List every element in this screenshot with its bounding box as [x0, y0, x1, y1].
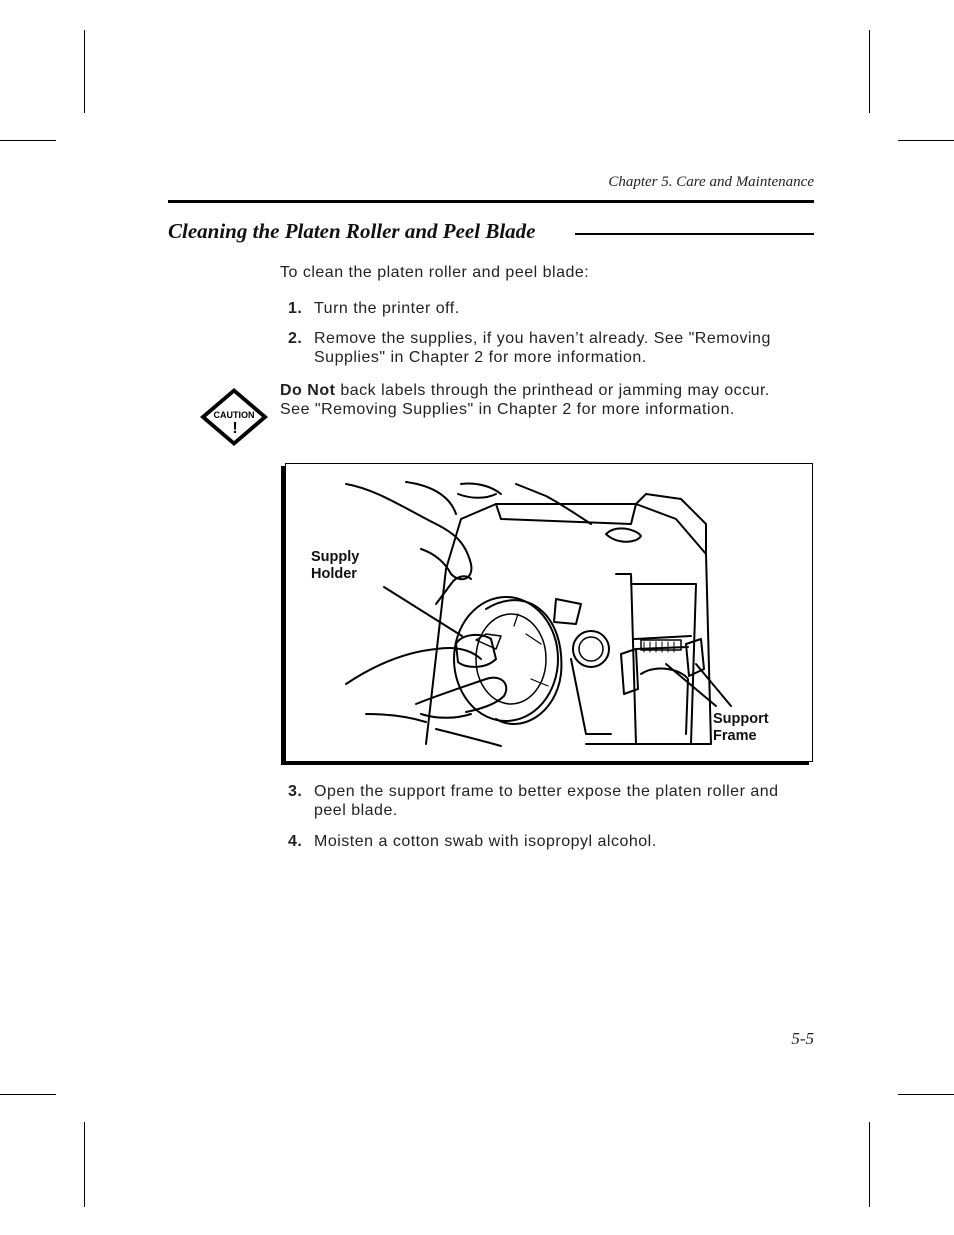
step-text: Open the support frame to better expose …: [314, 783, 779, 819]
caution-icon: CAUTION !: [200, 388, 268, 446]
crop-mark-top-right-vertical: [869, 30, 870, 113]
label-supply-holder-line-2: Holder: [311, 566, 357, 582]
label-supply-holder: Supply Holder: [311, 549, 359, 583]
step-text: Moisten a cotton swab with isopropyl alc…: [314, 833, 657, 850]
title-rule: [575, 233, 814, 235]
caution-lead: Do Not: [280, 382, 336, 399]
page-number: 5-5: [791, 1029, 814, 1048]
printer-illustration: Supply Holder Support Frame: [285, 463, 813, 762]
crop-mark-bottom-right-vertical: [869, 1122, 870, 1207]
caution-body: back labels through the printhead or jam…: [280, 382, 770, 418]
step-text: Remove the supplies, if you haven’t alre…: [314, 330, 771, 366]
crop-mark-top-left-horizontal: [0, 140, 56, 141]
header-rule: [168, 200, 814, 203]
crop-mark-bottom-left-vertical: [84, 1122, 85, 1207]
caution-icon-label: CAUTION: [214, 410, 255, 420]
step-number: 3.: [288, 783, 303, 800]
intro-paragraph: To clean the platen roller and peel blad…: [280, 264, 590, 281]
step-number: 1.: [288, 300, 303, 317]
label-supply-holder-line-1: Supply: [311, 549, 360, 565]
running-head: Chapter 5. Care and Maintenance: [608, 174, 814, 190]
label-support-frame: Support Frame: [713, 711, 769, 745]
crop-mark-bottom-left-horizontal: [0, 1094, 56, 1095]
label-support-frame-line-2: Frame: [713, 728, 757, 744]
caution-icon-mark: !: [232, 420, 237, 437]
step-number: 4.: [288, 833, 303, 850]
crop-mark-top-left-vertical: [84, 30, 85, 113]
caution-note: Do Not back labels through the printhead…: [280, 381, 790, 419]
step-number: 2.: [288, 330, 303, 347]
crop-mark-bottom-right-horizontal: [898, 1094, 954, 1095]
section-title: Cleaning the Platen Roller and Peel Blad…: [168, 219, 536, 243]
crop-mark-top-right-horizontal: [898, 140, 954, 141]
printer-drawing: [345, 481, 732, 747]
step-text: Turn the printer off.: [314, 300, 460, 317]
label-support-frame-line-1: Support: [713, 711, 769, 727]
